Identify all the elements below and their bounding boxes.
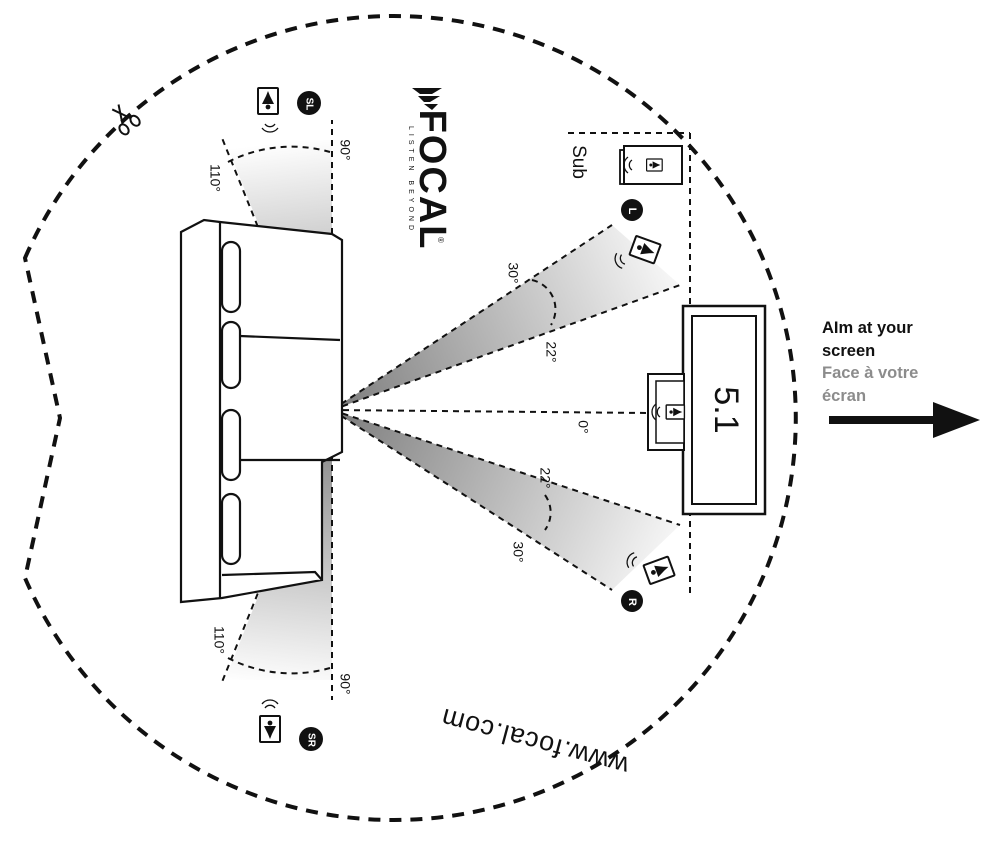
aim-french-line2: écran xyxy=(822,386,867,405)
line-front-left-22 xyxy=(331,284,681,411)
speaker-badge-L: L xyxy=(626,208,638,215)
speaker-C xyxy=(647,373,686,451)
speaker-icon xyxy=(257,87,279,115)
speaker-icon xyxy=(642,555,676,586)
focal-logo: FOCAL ® LISTEN BEYOND xyxy=(407,88,453,250)
speaker-L: L xyxy=(612,199,662,271)
scissors-icon xyxy=(111,104,141,136)
angle-label-surround-right-110: 110° xyxy=(211,626,227,654)
aim-french-line1: Face à votre xyxy=(822,364,919,382)
speaker-icon xyxy=(259,715,281,743)
screen-label: 5.1 xyxy=(707,386,745,433)
angle-label-surround-right-90: 90° xyxy=(337,673,353,694)
angle-label-surround-left-90: 90° xyxy=(337,139,353,160)
brand-name: FOCAL xyxy=(411,110,453,251)
angle-label-front-right-outer: 30° xyxy=(510,541,526,562)
line-front-right-30 xyxy=(331,409,613,591)
angle-label-front-left-outer: 30° xyxy=(505,262,521,283)
aim-english-line2: screen xyxy=(822,341,876,360)
speaker-icon xyxy=(665,404,686,420)
speaker-SL: SL xyxy=(257,87,321,133)
speaker-badge-SL: SL xyxy=(303,98,314,111)
angle-label-front-right-inner: 22° xyxy=(537,467,553,488)
speaker-badge-R: R xyxy=(626,598,638,606)
aim-english-line1: AIm at your xyxy=(822,319,913,337)
aim-callout: AIm at your screen Face à votre écran xyxy=(822,317,992,407)
sector-front-left xyxy=(332,225,680,410)
arc-surround-right xyxy=(227,657,331,675)
angle-label-surround-left-110: 110° xyxy=(207,164,223,192)
line-front-left-30 xyxy=(331,224,613,411)
sofa xyxy=(179,218,344,604)
sector-front-right xyxy=(332,410,680,590)
arc-surround-left xyxy=(227,145,331,163)
arc-front-right xyxy=(544,494,552,531)
website-url: www.focal.com xyxy=(437,702,632,781)
line-center-0 xyxy=(331,409,649,414)
angle-label-front-left-inner: 22° xyxy=(543,341,559,362)
brand-trademark: ® xyxy=(436,237,445,243)
focal-logo-mark xyxy=(412,88,442,110)
angle-label-center: 0° xyxy=(575,420,591,433)
aim-arrow xyxy=(829,402,980,438)
brand-tagline: LISTEN BEYOND xyxy=(407,126,414,234)
speaker-Sub: Sub xyxy=(568,145,683,185)
speaker-SR: SR xyxy=(259,699,323,751)
speaker-badge-SR: SR xyxy=(305,733,316,748)
speaker-R: R xyxy=(621,550,676,612)
speaker-icon xyxy=(645,158,663,172)
speaker-label-sub: Sub xyxy=(568,145,589,179)
cut-line-outline xyxy=(22,14,798,822)
screen: 5.1 xyxy=(681,304,767,516)
